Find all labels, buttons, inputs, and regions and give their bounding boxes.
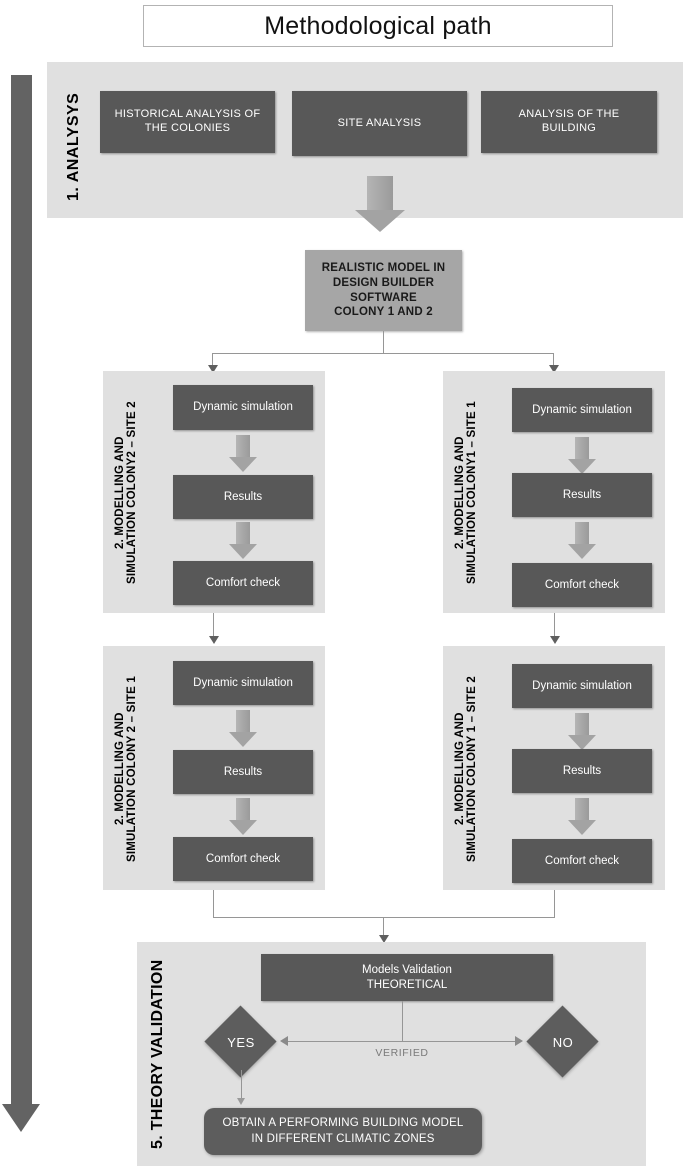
panel-2-arrow-1: [565, 437, 599, 475]
panel-2-label: 2. MODELLING AND SIMULATION COLONY1 – SI…: [454, 401, 479, 585]
panel-1-label: 2. MODELLING AND SIMULATION COLONY2 – SI…: [114, 401, 139, 585]
model-split-stem: [383, 331, 384, 354]
panel-4-arrow-1: [565, 713, 599, 751]
panel-4-step-comfort-check[interactable]: Comfort check: [512, 839, 652, 883]
panel-2-step-results[interactable]: Results: [512, 473, 652, 517]
panel-4-step-dynamic-simulation[interactable]: Dynamic simulation: [512, 664, 652, 708]
merge-right-riser: [554, 890, 555, 918]
panel-1-arrow-2: [226, 522, 260, 560]
panel-2-step-dynamic-simulation[interactable]: Dynamic simulation: [512, 388, 652, 432]
outcome-box[interactable]: OBTAIN A PERFORMING BUILDING MODEL IN DI…: [204, 1108, 482, 1155]
merge-arrowhead: [379, 935, 389, 943]
panel-1-to-3-line: [213, 613, 214, 639]
analysis-box-historical[interactable]: HISTORICAL ANALYSIS OF THE COLONIES: [100, 91, 275, 153]
panel-2-step-comfort-check[interactable]: Comfort check: [512, 563, 652, 607]
analysis-box-building[interactable]: ANALYSIS OF THE BUILDING: [481, 91, 657, 153]
panel-3-step-results[interactable]: Results: [173, 750, 313, 794]
yes-diamond-label: YES: [227, 1034, 255, 1050]
model-split-bar: [212, 353, 554, 354]
no-diamond-label: NO: [552, 1034, 574, 1050]
yes-to-outcome-arrowhead: [237, 1098, 245, 1105]
realistic-model-box[interactable]: REALISTIC MODEL IN DESIGN BUILDER SOFTWA…: [305, 250, 462, 331]
model-split-right-arrowhead: [549, 365, 559, 373]
overall-flow-arrow-head: [2, 1104, 40, 1132]
analysis-to-model-arrow: [355, 176, 405, 232]
model-split-right-drop: [553, 353, 554, 368]
panel-3-label: 2. MODELLING AND SIMULATION COLONY 2 – S…: [114, 676, 139, 863]
merge-stem: [383, 917, 384, 939]
validation-stem: [402, 1001, 403, 1042]
panel-2-to-4-arrowhead: [550, 636, 560, 644]
page-title: Methodological path: [143, 5, 613, 47]
validation-no-arrowhead: [515, 1036, 523, 1046]
validation-yes-arrowhead: [280, 1036, 288, 1046]
model-split-left-arrowhead: [208, 365, 218, 373]
panel-2-to-4-line: [554, 613, 555, 639]
models-validation-box[interactable]: Models Validation THEORETICAL: [261, 954, 553, 1001]
yes-to-outcome-line: [241, 1070, 242, 1100]
validation-branch-line: [288, 1041, 515, 1042]
validation-section-label: 5. THEORY VALIDATION: [149, 959, 166, 1150]
merge-bar: [213, 917, 555, 918]
panel-2-arrow-2: [565, 522, 599, 560]
panel-3-step-comfort-check[interactable]: Comfort check: [173, 837, 313, 881]
model-split-left-drop: [212, 353, 213, 368]
panel-3-step-dynamic-simulation[interactable]: Dynamic simulation: [173, 661, 313, 705]
panel-1-arrow-1: [226, 435, 260, 473]
panel-3-arrow-2: [226, 798, 260, 836]
panel-1-step-dynamic-simulation[interactable]: Dynamic simulation: [173, 385, 313, 430]
merge-left-riser: [213, 890, 214, 918]
panel-1-to-3-arrowhead: [209, 636, 219, 644]
overall-flow-arrow-shaft: [11, 75, 32, 1105]
panel-4-label: 2. MODELLING AND SIMULATION COLONY 1 – S…: [454, 676, 479, 863]
panel-4-arrow-2: [565, 798, 599, 836]
panel-4-step-results[interactable]: Results: [512, 749, 652, 793]
panel-1-step-results[interactable]: Results: [173, 475, 313, 519]
panel-1-step-comfort-check[interactable]: Comfort check: [173, 561, 313, 605]
analysis-box-site[interactable]: SITE ANALYSIS: [292, 91, 467, 156]
analysis-section-label: 1. ANALYSYS: [65, 92, 82, 201]
verified-label: VERIFIED: [375, 1047, 429, 1059]
panel-3-arrow-1: [226, 710, 260, 748]
